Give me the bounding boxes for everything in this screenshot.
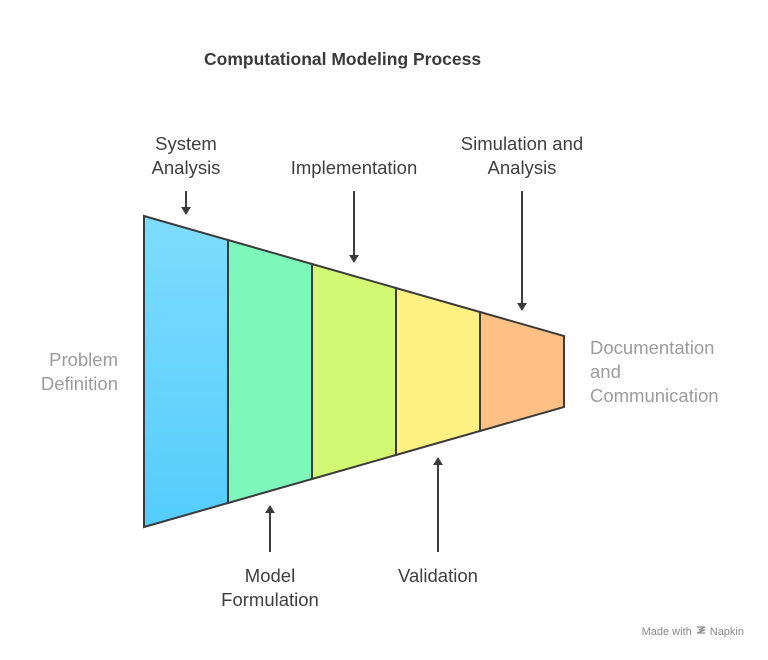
arrow-simulation-analysis	[517, 191, 527, 311]
segment-model-formulation	[311, 262, 397, 481]
made-with-text: Made with	[641, 625, 692, 638]
napkin-logo-icon	[696, 625, 706, 638]
segment-implementation	[395, 286, 481, 457]
arrow-system-analysis	[181, 191, 191, 215]
label-implementation: Implementation	[290, 157, 418, 178]
napkin-brand-text: Napkin	[709, 625, 744, 638]
diagram-title: Computational Modeling Process	[204, 49, 482, 69]
label-problem-definition: Problem Definition	[40, 349, 118, 394]
label-model-formulation: Model Formulation	[221, 565, 319, 610]
segment-problem-definition	[143, 214, 229, 529]
arrow-validation	[433, 457, 443, 552]
arrow-model-formulation	[265, 505, 275, 552]
label-system-analysis: System Analysis	[151, 133, 221, 178]
segment-system-analysis	[227, 238, 313, 505]
label-simulation-analysis: Simulation and Analysis	[460, 133, 584, 178]
arrow-implementation	[349, 191, 359, 263]
label-validation: Validation	[398, 565, 478, 586]
segment-validation	[479, 310, 565, 433]
made-with-napkin: Made with Napkin	[642, 625, 744, 638]
label-documentation-communication: Documentation and Communication	[590, 337, 719, 406]
